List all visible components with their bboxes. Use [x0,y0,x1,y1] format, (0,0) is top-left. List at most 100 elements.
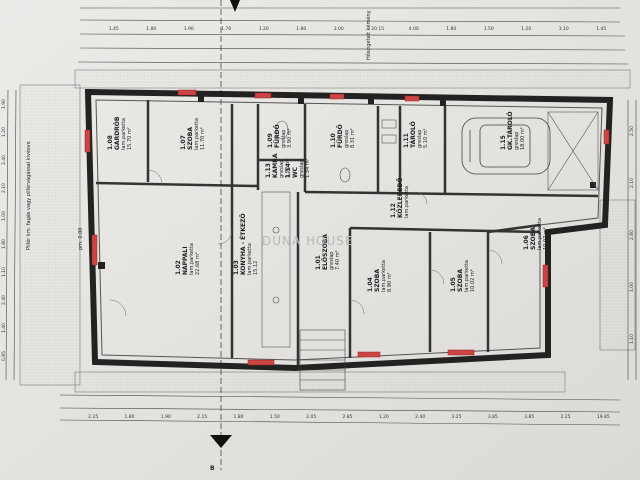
dimension-label: 1.45 [596,26,606,32]
internal-walls [95,100,599,365]
room-area: 1.34 m² [305,158,311,178]
dimension-lines-right [627,100,637,380]
room-area: 10.07 m² [543,227,549,250]
pavement-bottom [74,371,566,393]
room-id: 1.15 [500,135,507,150]
room-floor: greslap [299,160,305,178]
dimension-label: 4.00 [409,26,419,32]
room-name: SZOBA [374,269,381,292]
dimension-label: 3.25 [452,414,462,420]
dimension-label: 1.80 [234,414,244,420]
section-marker: B [210,0,240,472]
dimension-label: 2.05 [306,414,316,420]
room-name: SZOBA [530,227,537,250]
dimension-lines-left [5,89,17,381]
dimension-label: 3.85 [488,414,498,420]
dimension-label: 2.40 [415,414,425,420]
garage-door [547,111,599,191]
pavement-top [74,69,631,89]
dimension-label: 1.45 [109,26,119,32]
dimension-label: 1.20 [379,414,389,420]
level-note-left: pm: 0.00 [78,228,84,250]
entry-steps [299,329,346,391]
room-id: 1.04 [367,277,374,292]
room-area: 22.68 m² [195,252,201,275]
room-name: GK.TÁROLÓ [507,111,514,150]
room-floor: lam.parketta [381,260,387,292]
room-floor: lam.parketta [537,218,543,250]
dimension-label: 19.85 [597,414,610,420]
door-swings [109,169,503,317]
room-area: 11.70 m² [200,127,206,150]
room-floor: lam.parketta [121,118,127,150]
room-area: 15.12 [253,261,259,275]
room-name: NAPPALI [182,246,189,275]
outer-walls-inner [95,99,603,361]
dimension-label: 2.10 [1,183,7,193]
room-floor: greslap [281,130,287,148]
dimension-label: 2.80 [629,230,635,240]
windows [84,89,610,366]
dimension-label: 2.40 [1,155,7,165]
dimension-label: 1.50 [270,414,280,420]
pillar-note: Pillér km. fagás vagy pillérvágással kiv… [25,141,32,250]
dimension-label: 1.80 [1,239,7,249]
room-id: 1.12 [390,203,397,218]
room-area: 15.70 m² [127,127,133,150]
section-label: B [210,465,215,472]
room-name: KONYHA - ÉTKEZŐ [239,213,247,275]
dimension-label: 1.80 [296,26,306,32]
room-area: 8.31 m² [350,128,356,148]
room-floor: greslap [329,252,335,270]
dimension-label: 1.00 [1,211,7,221]
dimension-label: 1.10 [629,334,635,344]
room-name: FÜRDŐ [274,124,281,148]
room-area: 8.90 m² [387,272,393,292]
room-id: 1.10 [330,133,337,148]
room-name: GARDRÓB [114,116,121,150]
room-name: TÁROLÓ [410,121,417,148]
room-floor: greslap [417,130,423,148]
room-floor: greslap [344,130,350,148]
dimension-label: 2.85 [343,414,353,420]
room-floor: greslap [279,160,285,178]
dimension-label: 2.10 [629,178,635,188]
dimension-label: 2.40 [1,295,7,305]
dimension-lines-top [77,7,629,65]
dimension-labels-right: 2.502.102.801.001.10 [629,126,635,344]
dimension-label: 3.00 [334,26,344,32]
dimension-label: 1.20 [1,127,7,137]
room-name: KÖZLEKEDŐ [397,177,404,218]
car-icon [461,117,551,175]
room-id: 1.06 [523,235,530,250]
dimension-label: 2.50 [629,126,635,136]
room-name: ELŐSZOBA [322,234,329,270]
dimension-label: 1.20 [521,26,531,32]
room-area: 1.92 m² [285,158,291,178]
dimension-label: 3.10 [559,26,569,32]
room-id: 1.11 [403,133,410,148]
dimension-label: 1.90 [184,26,194,32]
dimension-label: 1.80 [446,26,456,32]
room-id: 1.13 [265,163,272,178]
room-id: 1.03 [233,260,240,275]
dimension-label: 1.20 [259,26,269,32]
room-name: SZOBA [187,127,194,150]
room-id: 1.08 [107,135,114,150]
room-area: 10.02 m² [470,269,476,292]
room-id: 1.05 [450,277,457,292]
dimension-label: 20.15 [371,26,384,32]
dimension-label: 1.70 [221,26,231,32]
